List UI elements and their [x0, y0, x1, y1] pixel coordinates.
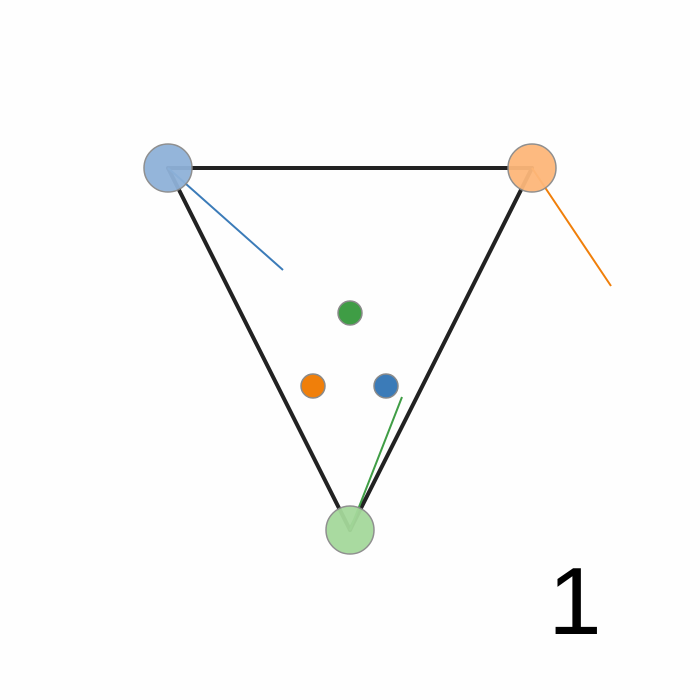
vector-line-blue — [167, 167, 284, 271]
vertex-marker-blue — [143, 143, 193, 193]
inner-point-orange — [300, 373, 326, 399]
vertex-marker-orange — [507, 143, 557, 193]
inner-point-green — [337, 300, 363, 326]
vertex-marker-green — [325, 505, 375, 555]
inner-point-blue — [373, 373, 399, 399]
triangle-edge-left — [166, 166, 352, 532]
frame-number: 1 — [548, 548, 602, 655]
triangle-edge-right — [348, 166, 534, 532]
